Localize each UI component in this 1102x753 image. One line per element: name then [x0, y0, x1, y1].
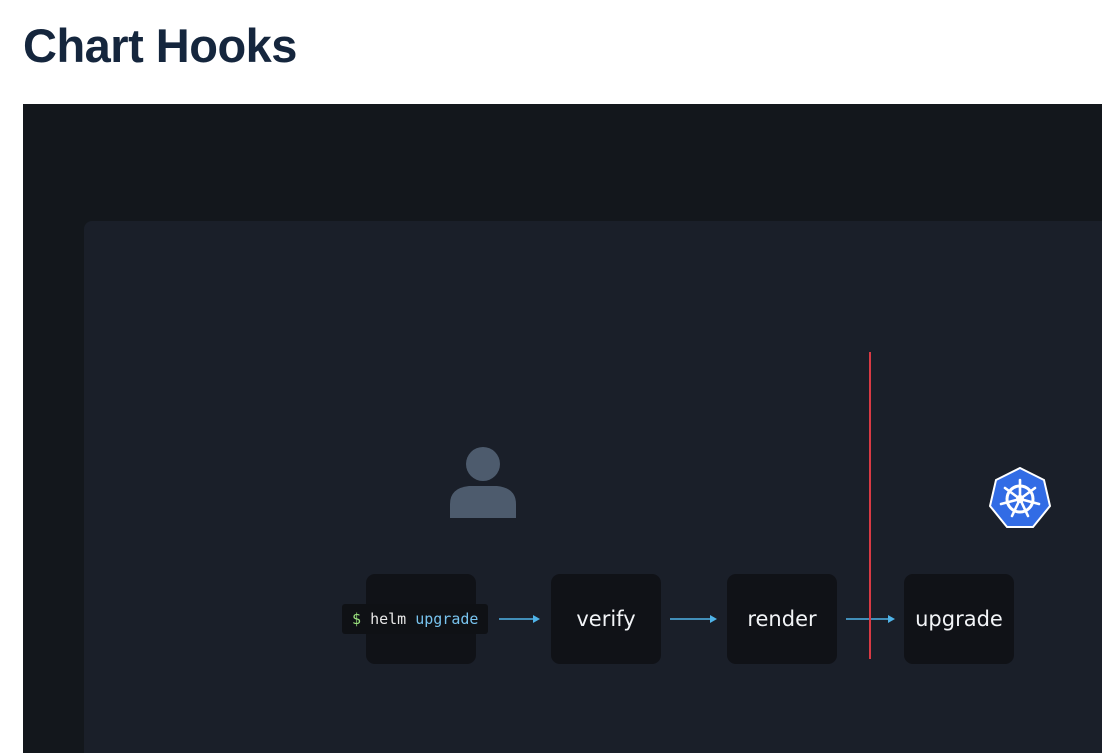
arrow-command-to-verify [499, 615, 540, 623]
cluster-boundary-line [869, 352, 871, 659]
step-box-verify [551, 574, 661, 664]
diagram-stage: $ helm upgrade verify render upgrade [84, 221, 1102, 753]
user-icon [450, 447, 516, 518]
video-frame[interactable]: $ helm upgrade verify render upgrade [23, 104, 1102, 753]
command-subcommand: upgrade [415, 610, 479, 628]
step-label-upgrade: upgrade [915, 607, 1003, 631]
kubernetes-icon [989, 467, 1051, 528]
arrow-verify-to-render [670, 615, 717, 623]
command-program: helm [370, 610, 407, 628]
helm-command: $ helm upgrade [342, 604, 489, 634]
step-label-render: render [747, 607, 817, 631]
step-box-upgrade [904, 574, 1014, 664]
arrow-render-to-upgrade [846, 615, 895, 623]
step-label-verify: verify [576, 607, 636, 631]
step-box-render [727, 574, 837, 664]
page-title: Chart Hooks [23, 19, 297, 72]
command-prompt: $ [352, 610, 362, 628]
